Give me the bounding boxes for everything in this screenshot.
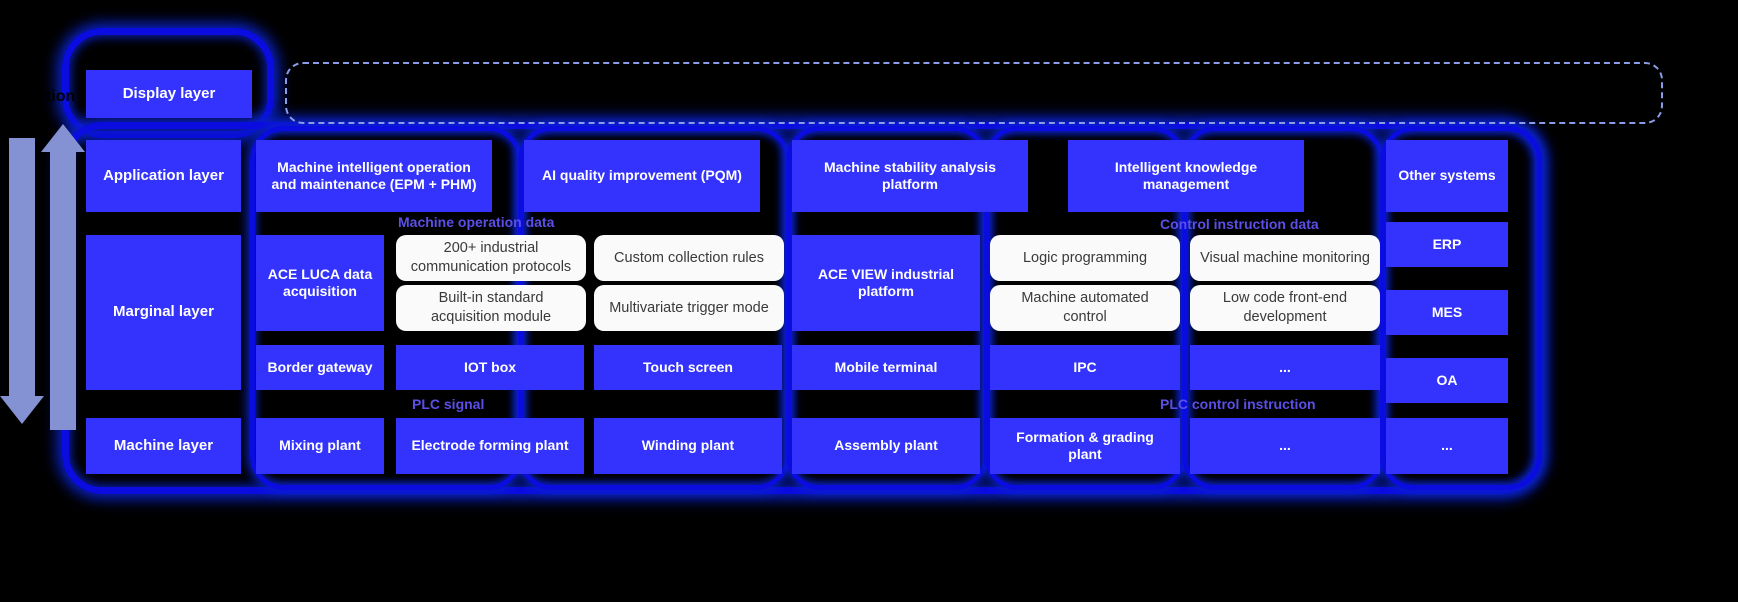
cut-off-edge-label: tion (46, 88, 76, 105)
marginal-white-cell-3[interactable]: Multivariate trigger mode (594, 285, 784, 331)
machine-item-5[interactable]: ... (1190, 418, 1380, 474)
application-item-1[interactable]: AI quality improvement (PQM) (524, 140, 760, 212)
application-item-0[interactable]: Machine intelligent operation and mainte… (256, 140, 492, 212)
marginal-white-cell-2[interactable]: Built-in standard acquisition module (396, 285, 586, 331)
external-system-oa[interactable]: OA (1386, 358, 1508, 403)
marginal-device-5[interactable]: ... (1190, 345, 1380, 390)
application-other-systems[interactable]: Other systems (1386, 140, 1508, 212)
marginal-device-1[interactable]: IOT box (396, 345, 584, 390)
layer-label-display: Display layer (86, 70, 252, 118)
layer-label-marginal: Marginal layer (86, 235, 241, 390)
machine-item-2[interactable]: Winding plant (594, 418, 782, 474)
marginal-device-2[interactable]: Touch screen (594, 345, 782, 390)
marginal-device-0[interactable]: Border gateway (256, 345, 384, 390)
machine-item-1[interactable]: Electrode forming plant (396, 418, 584, 474)
marginal-white-cell-1[interactable]: Custom collection rules (594, 235, 784, 281)
machine-item-3[interactable]: Assembly plant (792, 418, 980, 474)
marginal-device-4[interactable]: IPC (990, 345, 1180, 390)
marginal-platform-ace-view[interactable]: ACE VIEW industrial platform (792, 235, 980, 331)
marginal-white-cell-7[interactable]: Low code front-end development (1190, 285, 1380, 331)
marginal-white-cell-4[interactable]: Logic programming (990, 235, 1180, 281)
arrow-down-head (0, 396, 44, 424)
marginal-white-cell-6[interactable]: Machine automated control (990, 285, 1180, 331)
annotation-plc-control-instruction: PLC control instruction (1160, 396, 1316, 412)
marginal-device-3[interactable]: Mobile terminal (792, 345, 980, 390)
application-item-3[interactable]: Intelligent knowledge management (1068, 140, 1304, 212)
arrow-up-head (41, 124, 85, 152)
layer-label-machine: Machine layer (86, 418, 241, 474)
marginal-white-cell-5[interactable]: Visual machine monitoring (1190, 235, 1380, 281)
annotation-machine-operation-data: Machine operation data (398, 214, 555, 230)
annotation-plc-signal: PLC signal (412, 396, 485, 412)
application-item-2[interactable]: Machine stability analysis platform (792, 140, 1028, 212)
annotation-control-instruction-data: Control instruction data (1160, 216, 1319, 232)
marginal-white-cell-0[interactable]: 200+ industrial communication protocols (396, 235, 586, 281)
layer-label-application: Application layer (86, 140, 241, 212)
arrow-down-shaft (9, 138, 35, 396)
external-system-mes[interactable]: MES (1386, 290, 1508, 335)
machine-item-0[interactable]: Mixing plant (256, 418, 384, 474)
marginal-platform-ace-luca[interactable]: ACE LUCA data acquisition (256, 235, 384, 331)
machine-right-ellipsis[interactable]: ... (1386, 418, 1508, 474)
arrow-up-shaft (50, 152, 76, 430)
dashed-highlight-box (285, 62, 1663, 124)
external-system-erp[interactable]: ERP (1386, 222, 1508, 267)
machine-item-4[interactable]: Formation & grading plant (990, 418, 1180, 474)
